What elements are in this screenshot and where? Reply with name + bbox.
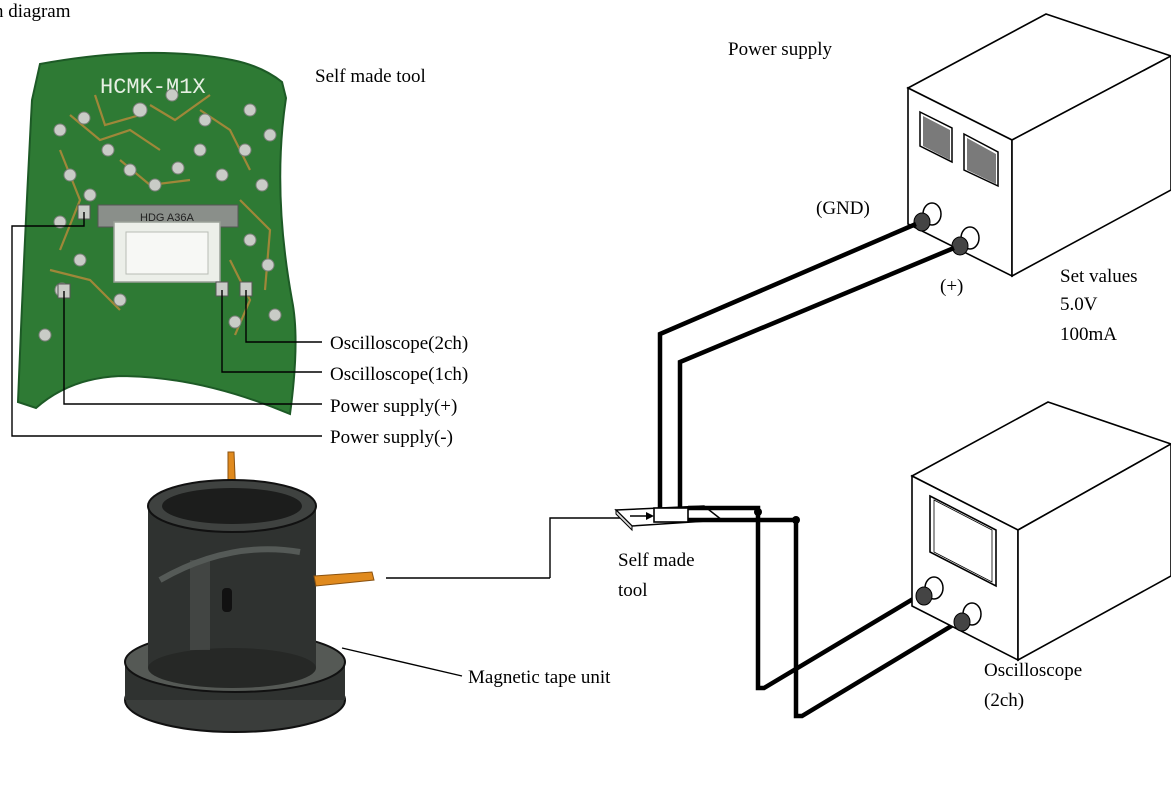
label-power-supply-minus: Power supply(-) [330, 427, 453, 448]
pcb-label: Self made tool [315, 66, 426, 87]
set-voltage: 5.0V [1060, 294, 1098, 315]
set-values-heading: Set values [1060, 266, 1138, 287]
oscilloscope-box [912, 402, 1171, 660]
set-values: Set values 5.0V 100mA [1060, 266, 1138, 345]
gnd-label: (GND) [816, 198, 870, 219]
power-supply-box [908, 14, 1171, 276]
plus-label: (+) [940, 276, 963, 297]
tape-unit-pointer [342, 648, 462, 676]
oscilloscope-label-2: (2ch) [984, 690, 1024, 711]
self-made-tool-label-2: tool [618, 580, 648, 601]
label-power-supply-plus: Power supply(+) [330, 396, 457, 417]
magnetic-tape-unit [125, 452, 374, 732]
set-current: 100mA [1060, 324, 1117, 345]
diagram-title: n diagram [0, 1, 71, 22]
pcb-board: HDG A36A HCMK-M1X [18, 53, 296, 414]
oscilloscope-label-1: Oscilloscope [984, 660, 1082, 681]
connection-labels: Oscilloscope(2ch) Oscilloscope(1ch) Powe… [330, 333, 468, 448]
label-oscilloscope-1ch: Oscilloscope(1ch) [330, 364, 468, 385]
pcb-silkscreen: HCMK-M1X [100, 75, 206, 100]
gnd-cable [660, 224, 916, 520]
label-oscilloscope-2ch: Oscilloscope(2ch) [330, 333, 468, 354]
label-magnetic-tape-unit: Magnetic tape unit [468, 667, 611, 688]
self-made-tool-label-1: Self made [618, 550, 695, 571]
cable-joint-2 [792, 516, 800, 524]
cable-joint-1 [754, 508, 762, 516]
oscilloscope-ch1-cable [688, 508, 918, 688]
power-supply-title: Power supply [728, 39, 832, 60]
